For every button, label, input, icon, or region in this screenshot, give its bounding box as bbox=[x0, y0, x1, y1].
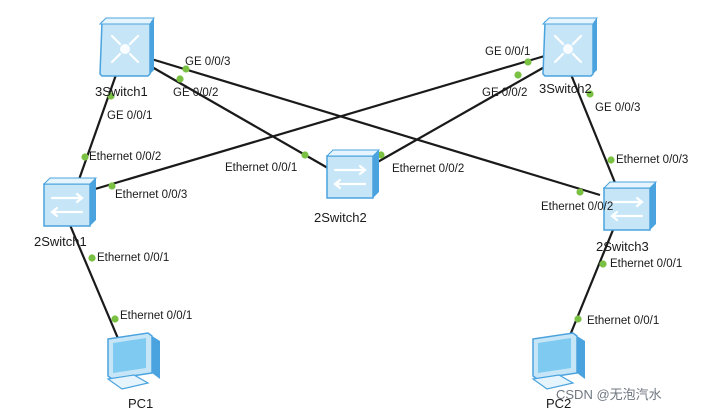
port-dot-pc1-e001 bbox=[111, 315, 119, 323]
link-3switch1-2switch2 bbox=[144, 62, 341, 176]
l2-switch-icon[interactable] bbox=[42, 177, 98, 227]
link-2switch1-pc1 bbox=[68, 224, 127, 356]
port-label-3switch2-ge003: GE 0/0/3 bbox=[595, 102, 641, 114]
port-label-2switch1-e001: Ethernet 0/0/1 bbox=[97, 252, 170, 264]
port-label-pc1-e001: Ethernet 0/0/1 bbox=[120, 310, 193, 322]
port-dot-3switch1-ge002 bbox=[176, 75, 184, 83]
port-dot-2switch3-e001 bbox=[599, 260, 607, 268]
port-dot-3switch1-ge003 bbox=[182, 65, 190, 73]
link-3switch2-2switch1 bbox=[84, 53, 549, 194]
l2-switch-icon[interactable] bbox=[602, 181, 658, 231]
device-label-2switch2: 2Switch2 bbox=[314, 210, 367, 225]
port-label-2switch1-e002: Ethernet 0/0/2 bbox=[89, 151, 162, 163]
device-label-2switch1: 2Switch1 bbox=[34, 234, 87, 249]
port-label-3switch1-ge002: GE 0/0/2 bbox=[173, 87, 219, 99]
link-3switch1-2switch3 bbox=[147, 56, 601, 197]
port-label-2switch1-e003: Ethernet 0/0/3 bbox=[115, 189, 188, 201]
port-dot-2switch2-e001 bbox=[301, 151, 309, 159]
port-dot-3switch2-ge001 bbox=[524, 58, 532, 66]
port-label-3switch2-ge002: GE 0/0/2 bbox=[482, 87, 528, 99]
link-3switch2-2switch3 bbox=[568, 71, 624, 201]
l3-switch-icon[interactable] bbox=[98, 17, 155, 77]
pc-icon[interactable] bbox=[106, 332, 160, 390]
port-label-2switch2-e002: Ethernet 0/0/2 bbox=[392, 163, 465, 175]
port-label-2switch3-e003: Ethernet 0/0/3 bbox=[616, 154, 689, 166]
device-label-pc2: PC2 bbox=[546, 396, 572, 411]
port-dot-2switch1-e003 bbox=[108, 182, 116, 190]
l2-switch-icon[interactable] bbox=[325, 149, 381, 199]
device-label-3switch2: 3Switch2 bbox=[539, 81, 592, 96]
port-label-pc2-e001: Ethernet 0/0/1 bbox=[587, 315, 660, 327]
port-dot-2switch2-e002 bbox=[377, 151, 385, 159]
port-dot-2switch3-e002 bbox=[576, 188, 584, 196]
watermark: CSDN @无泡汽水 bbox=[556, 387, 662, 402]
port-label-3switch2-ge001: GE 0/0/1 bbox=[485, 46, 531, 58]
pc-icon[interactable] bbox=[531, 332, 585, 390]
l3-switch-icon[interactable] bbox=[541, 17, 598, 77]
port-dot-3switch2-ge002 bbox=[514, 71, 522, 79]
port-label-2switch3-e001: Ethernet 0/0/1 bbox=[610, 258, 683, 270]
port-label-3switch1-ge003: GE 0/0/3 bbox=[185, 56, 231, 68]
port-label-2switch3-e002: Ethernet 0/0/2 bbox=[541, 201, 614, 213]
port-label-3switch1-ge001: GE 0/0/1 bbox=[107, 110, 153, 122]
device-label-3switch1: 3Switch1 bbox=[95, 84, 148, 99]
device-label-2switch3: 2Switch3 bbox=[596, 239, 649, 254]
port-dot-pc2-e001 bbox=[574, 315, 582, 323]
port-dot-2switch3-e003 bbox=[607, 156, 615, 164]
port-label-2switch2-e001: Ethernet 0/0/1 bbox=[225, 162, 298, 174]
port-dot-3switch2-ge003 bbox=[586, 90, 594, 98]
port-dot-2switch1-e002 bbox=[81, 153, 89, 161]
link-3switch2-2switch2 bbox=[359, 64, 549, 173]
port-dot-3switch1-ge001 bbox=[107, 92, 115, 100]
port-dot-2switch1-e001 bbox=[88, 254, 96, 262]
device-label-pc1: PC1 bbox=[128, 396, 154, 411]
